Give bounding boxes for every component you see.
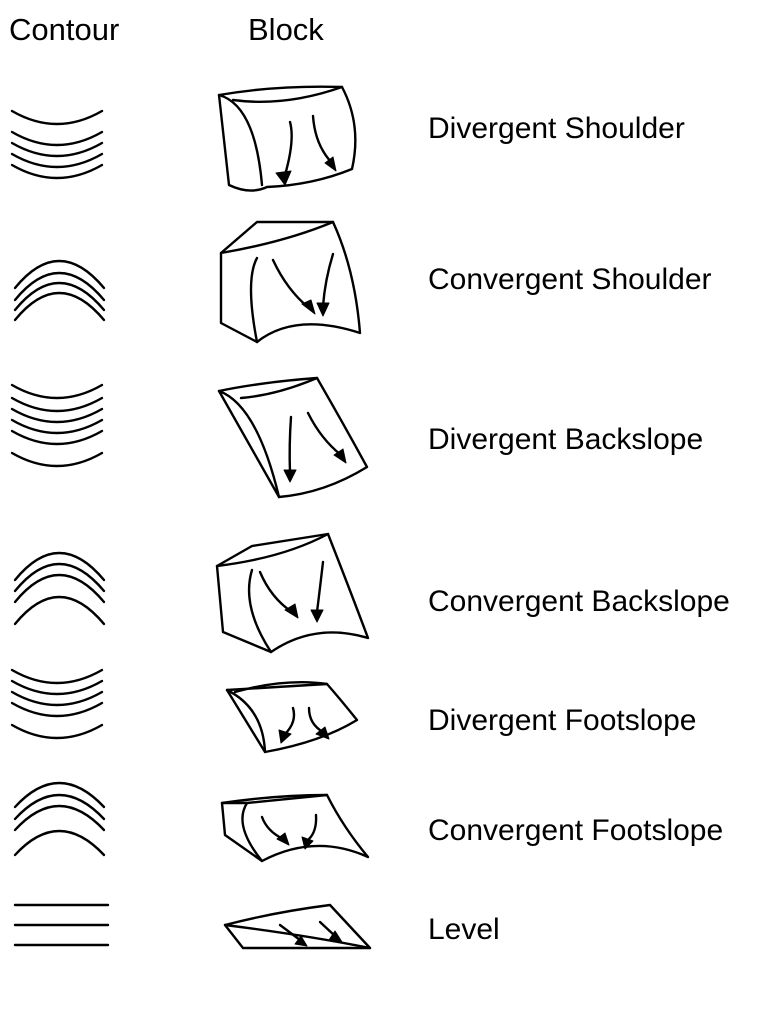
convergent-footslope-label: Convergent Footslope: [428, 814, 724, 847]
divergent-footslope-label: Divergent Footslope: [428, 704, 697, 737]
landform-row-level: Level: [0, 890, 779, 1020]
landform-row-divergent-shoulder: Divergent Shoulder: [0, 85, 779, 215]
convergent-backslope-label: Convergent Backslope: [428, 585, 730, 618]
divergent-backslope-contour-symbol: [10, 383, 104, 468]
convergent-backslope-block-diagram: [215, 532, 370, 654]
divergent-shoulder-label: Divergent Shoulder: [428, 112, 685, 145]
landform-row-divergent-backslope: Divergent Backslope: [0, 375, 779, 505]
level-block-diagram: [223, 903, 372, 950]
convergent-footslope-contour-symbol: [13, 781, 106, 857]
divergent-footslope-contour-symbol: [10, 668, 104, 740]
divergent-footslope-block-diagram: [225, 681, 359, 754]
divergent-backslope-block-diagram: [217, 376, 369, 499]
divergent-backslope-label: Divergent Backslope: [428, 423, 704, 456]
level-contour-symbol: [13, 903, 110, 947]
convergent-footslope-block-diagram: [220, 793, 370, 863]
divergent-shoulder-contour-symbol: [10, 109, 104, 180]
convergent-shoulder-block-diagram: [219, 220, 362, 344]
block-column-header: Block: [248, 12, 324, 47]
landform-row-convergent-footslope: Convergent Footslope: [0, 775, 779, 905]
landform-row-convergent-backslope: Convergent Backslope: [0, 530, 779, 660]
level-label: Level: [428, 913, 500, 946]
convergent-shoulder-contour-symbol: [13, 259, 106, 322]
divergent-shoulder-block-diagram: [217, 85, 357, 192]
convergent-shoulder-label: Convergent Shoulder: [428, 263, 712, 296]
contour-column-header: Contour: [9, 12, 120, 47]
landform-row-convergent-shoulder: Convergent Shoulder: [0, 220, 779, 350]
convergent-backslope-contour-symbol: [13, 551, 106, 626]
landform-row-divergent-footslope: Divergent Footslope: [0, 660, 779, 790]
